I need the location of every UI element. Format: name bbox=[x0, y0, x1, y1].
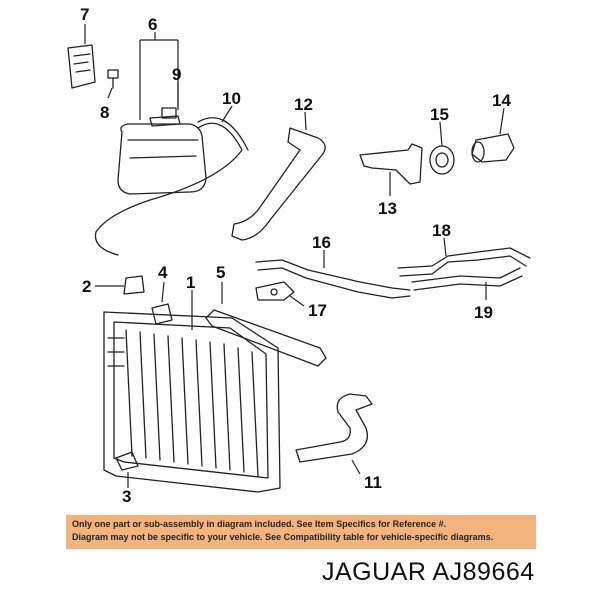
callout-10: 10 bbox=[222, 89, 241, 108]
callout-2: 2 bbox=[82, 277, 91, 296]
bracket-part-7 bbox=[67, 44, 96, 89]
disclaimer-line-2: Diagram may not be specific to your vehi… bbox=[72, 532, 494, 542]
gasket-part-15 bbox=[429, 145, 455, 175]
radiator-part-1 bbox=[103, 311, 281, 493]
pipe-part-13 bbox=[359, 143, 423, 185]
callout-4: 4 bbox=[158, 263, 168, 282]
thermostat-part-14 bbox=[471, 133, 515, 163]
upper-hose-part-12 bbox=[231, 127, 326, 241]
tank-part-5 bbox=[205, 309, 327, 367]
reservoir-tank-part-6 bbox=[117, 115, 207, 195]
callout-15: 15 bbox=[430, 105, 449, 124]
callout-9: 9 bbox=[172, 65, 181, 84]
bypass-pipe-part-16 bbox=[255, 259, 411, 299]
callout-17: 17 bbox=[308, 301, 327, 320]
callout-18: 18 bbox=[432, 221, 451, 240]
heater-hose-part-19 bbox=[411, 267, 523, 291]
callout-8: 8 bbox=[100, 103, 109, 122]
lower-hose-part-11 bbox=[295, 393, 373, 463]
callout-1: 1 bbox=[186, 273, 195, 292]
disclaimer-line-1: Only one part or sub-assembly in diagram… bbox=[72, 519, 447, 529]
radiator-cap-part-2 bbox=[123, 275, 145, 295]
leader-lines bbox=[84, 24, 505, 488]
callout-7: 7 bbox=[80, 5, 89, 24]
callout-5: 5 bbox=[216, 263, 225, 282]
callout-14: 14 bbox=[492, 91, 511, 110]
callout-16: 16 bbox=[312, 233, 331, 252]
callout-11: 11 bbox=[364, 473, 382, 492]
gasket-part-17 bbox=[255, 281, 295, 301]
heater-pipe-part-18 bbox=[397, 247, 531, 277]
cap-part-9 bbox=[161, 107, 177, 119]
callout-3: 3 bbox=[122, 487, 131, 506]
callout-13: 13 bbox=[378, 199, 397, 218]
bolt-part-8 bbox=[107, 69, 119, 89]
callout-19: 19 bbox=[474, 303, 493, 322]
callout-12: 12 bbox=[294, 95, 313, 114]
disclaimer-box: Only one part or sub-assembly in diagram… bbox=[66, 515, 536, 549]
drain-plug-part-3 bbox=[115, 451, 139, 471]
filler-neck-part-4 bbox=[151, 303, 173, 325]
part-number-label: JAGUAR AJ89664 bbox=[322, 558, 535, 586]
overflow-hose-part-10 bbox=[94, 122, 243, 256]
callout-6: 6 bbox=[148, 15, 157, 34]
